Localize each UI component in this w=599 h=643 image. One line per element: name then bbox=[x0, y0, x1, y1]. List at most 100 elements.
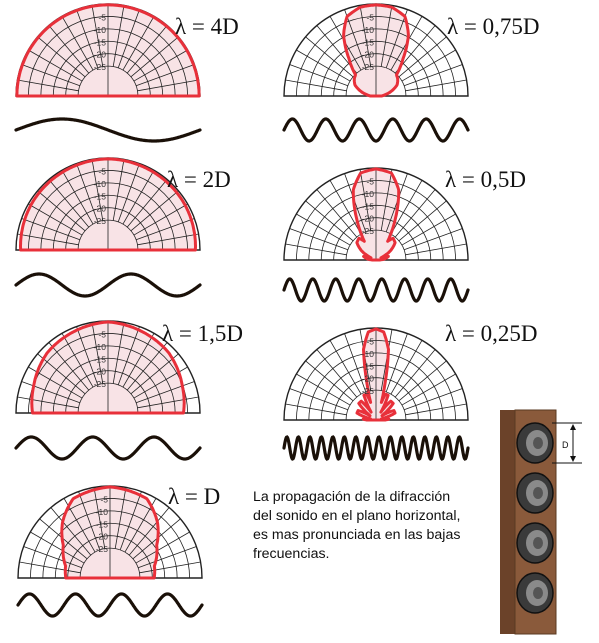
db-tick-label: -10 bbox=[362, 189, 375, 199]
db-tick-label: -15 bbox=[96, 519, 109, 529]
grid-spoke bbox=[137, 233, 199, 246]
grid-spoke bbox=[28, 49, 83, 82]
grid-spoke bbox=[405, 243, 467, 256]
grid-spoke bbox=[139, 561, 201, 574]
db-tick-label: -25 bbox=[94, 216, 107, 226]
db-tick-label: -10 bbox=[96, 507, 109, 517]
grid-spoke bbox=[390, 340, 423, 395]
grid-spoke bbox=[122, 333, 155, 388]
label-d: λ = D bbox=[168, 484, 221, 509]
grid-spoke bbox=[91, 322, 104, 384]
db-tick-label: -20 bbox=[94, 50, 107, 60]
db-tick-label: -5 bbox=[98, 329, 106, 339]
grid-spoke bbox=[130, 36, 179, 78]
grid-spoke bbox=[93, 487, 106, 549]
grid-spoke bbox=[135, 531, 190, 564]
db-tick-label: -20 bbox=[94, 367, 107, 377]
grid-spoke bbox=[344, 333, 367, 393]
wave-1-5d bbox=[14, 435, 202, 461]
grid-spoke bbox=[117, 326, 140, 386]
grid-spoke bbox=[305, 200, 354, 242]
grid-spoke bbox=[359, 5, 372, 67]
caption-line: frecuencias. bbox=[253, 546, 330, 562]
grid-spoke bbox=[316, 189, 358, 238]
grid-spoke bbox=[289, 388, 349, 411]
grid-spoke bbox=[48, 25, 90, 74]
grid-spoke bbox=[21, 381, 81, 404]
caption-line: es mas pronunciada en las bajas bbox=[253, 527, 461, 543]
grid-spoke bbox=[130, 190, 179, 232]
grid-spoke bbox=[405, 403, 467, 416]
grid-spoke bbox=[289, 228, 349, 251]
db-tick-label: -10 bbox=[94, 179, 107, 189]
grid-spoke bbox=[133, 49, 188, 82]
polar-panel-0-75d: -5-10-15-20-25 bbox=[282, 3, 470, 143]
db-tick-label: -15 bbox=[362, 201, 375, 211]
grid-spoke bbox=[112, 5, 125, 67]
grid-spoke bbox=[135, 381, 195, 404]
grid-spoke bbox=[37, 36, 86, 78]
db-tick-label: -15 bbox=[362, 37, 375, 47]
grid-spoke bbox=[37, 353, 86, 395]
grid-spoke bbox=[385, 333, 408, 393]
grid-spoke bbox=[401, 373, 456, 406]
db-tick-label: -5 bbox=[98, 12, 106, 22]
grid-spoke bbox=[133, 203, 188, 236]
caption-line: La propagación de la difracción bbox=[253, 489, 451, 505]
grid-spoke bbox=[398, 200, 447, 242]
cabinet-side bbox=[500, 410, 515, 634]
grid-spoke bbox=[119, 491, 142, 551]
grid-spoke bbox=[17, 79, 79, 92]
pattern-curve bbox=[351, 167, 401, 262]
db-tick-label: -5 bbox=[100, 494, 108, 504]
polar-panel-d: -5-10-15-20-25 bbox=[16, 485, 204, 618]
grid-spoke bbox=[329, 340, 362, 395]
db-tick-label: -5 bbox=[98, 166, 106, 176]
grid-spoke bbox=[91, 159, 104, 221]
grid-spoke bbox=[21, 218, 81, 241]
db-tick-label: -10 bbox=[94, 25, 107, 35]
grid-spoke bbox=[61, 170, 94, 225]
grid-spoke bbox=[126, 179, 168, 228]
grid-spoke bbox=[394, 189, 436, 238]
grid-spoke bbox=[126, 342, 168, 391]
db-tick-label: -15 bbox=[362, 361, 375, 371]
grid-spoke bbox=[137, 396, 199, 409]
db-tick-label: -5 bbox=[366, 12, 374, 22]
grid-spoke bbox=[398, 36, 447, 78]
db-tick-label: -20 bbox=[96, 532, 109, 542]
label-4d: λ = 4D bbox=[175, 14, 239, 39]
grid-spoke bbox=[19, 561, 81, 574]
wave-4d bbox=[14, 117, 202, 143]
grid-spoke bbox=[285, 243, 347, 256]
polar-panel-0-5d: -5-10-15-20-25 bbox=[282, 167, 470, 303]
grid-spoke bbox=[78, 491, 101, 551]
grid-spoke bbox=[305, 360, 354, 402]
db-tick-label: -25 bbox=[362, 226, 375, 236]
pattern-curve bbox=[342, 3, 410, 98]
db-tick-label: -25 bbox=[362, 386, 375, 396]
grid-spoke bbox=[76, 9, 99, 69]
db-tick-label: -15 bbox=[94, 191, 107, 201]
pattern-curve bbox=[30, 320, 186, 415]
pattern-curve bbox=[19, 157, 197, 252]
db-tick-label: -10 bbox=[94, 342, 107, 352]
db-tick-label: -20 bbox=[362, 214, 375, 224]
grid-spoke bbox=[28, 203, 83, 236]
db-tick-label: -20 bbox=[362, 374, 375, 384]
polar-panel-1-5d: -5-10-15-20-25 bbox=[14, 320, 202, 461]
grid-spoke bbox=[285, 79, 347, 92]
grid-spoke bbox=[37, 190, 86, 232]
grid-spoke bbox=[359, 169, 372, 231]
grid-spoke bbox=[117, 9, 140, 69]
grid-spoke bbox=[30, 531, 85, 564]
grid-spoke bbox=[316, 349, 358, 398]
grid-spoke bbox=[61, 333, 94, 388]
grid-spoke bbox=[76, 326, 99, 386]
label-0-25d: λ = 0,25D bbox=[445, 321, 538, 346]
grid-spoke bbox=[289, 64, 349, 87]
grid-spoke bbox=[403, 228, 463, 251]
grid-spoke bbox=[296, 49, 351, 82]
grid-spoke bbox=[50, 507, 92, 556]
grid-spoke bbox=[17, 233, 79, 246]
